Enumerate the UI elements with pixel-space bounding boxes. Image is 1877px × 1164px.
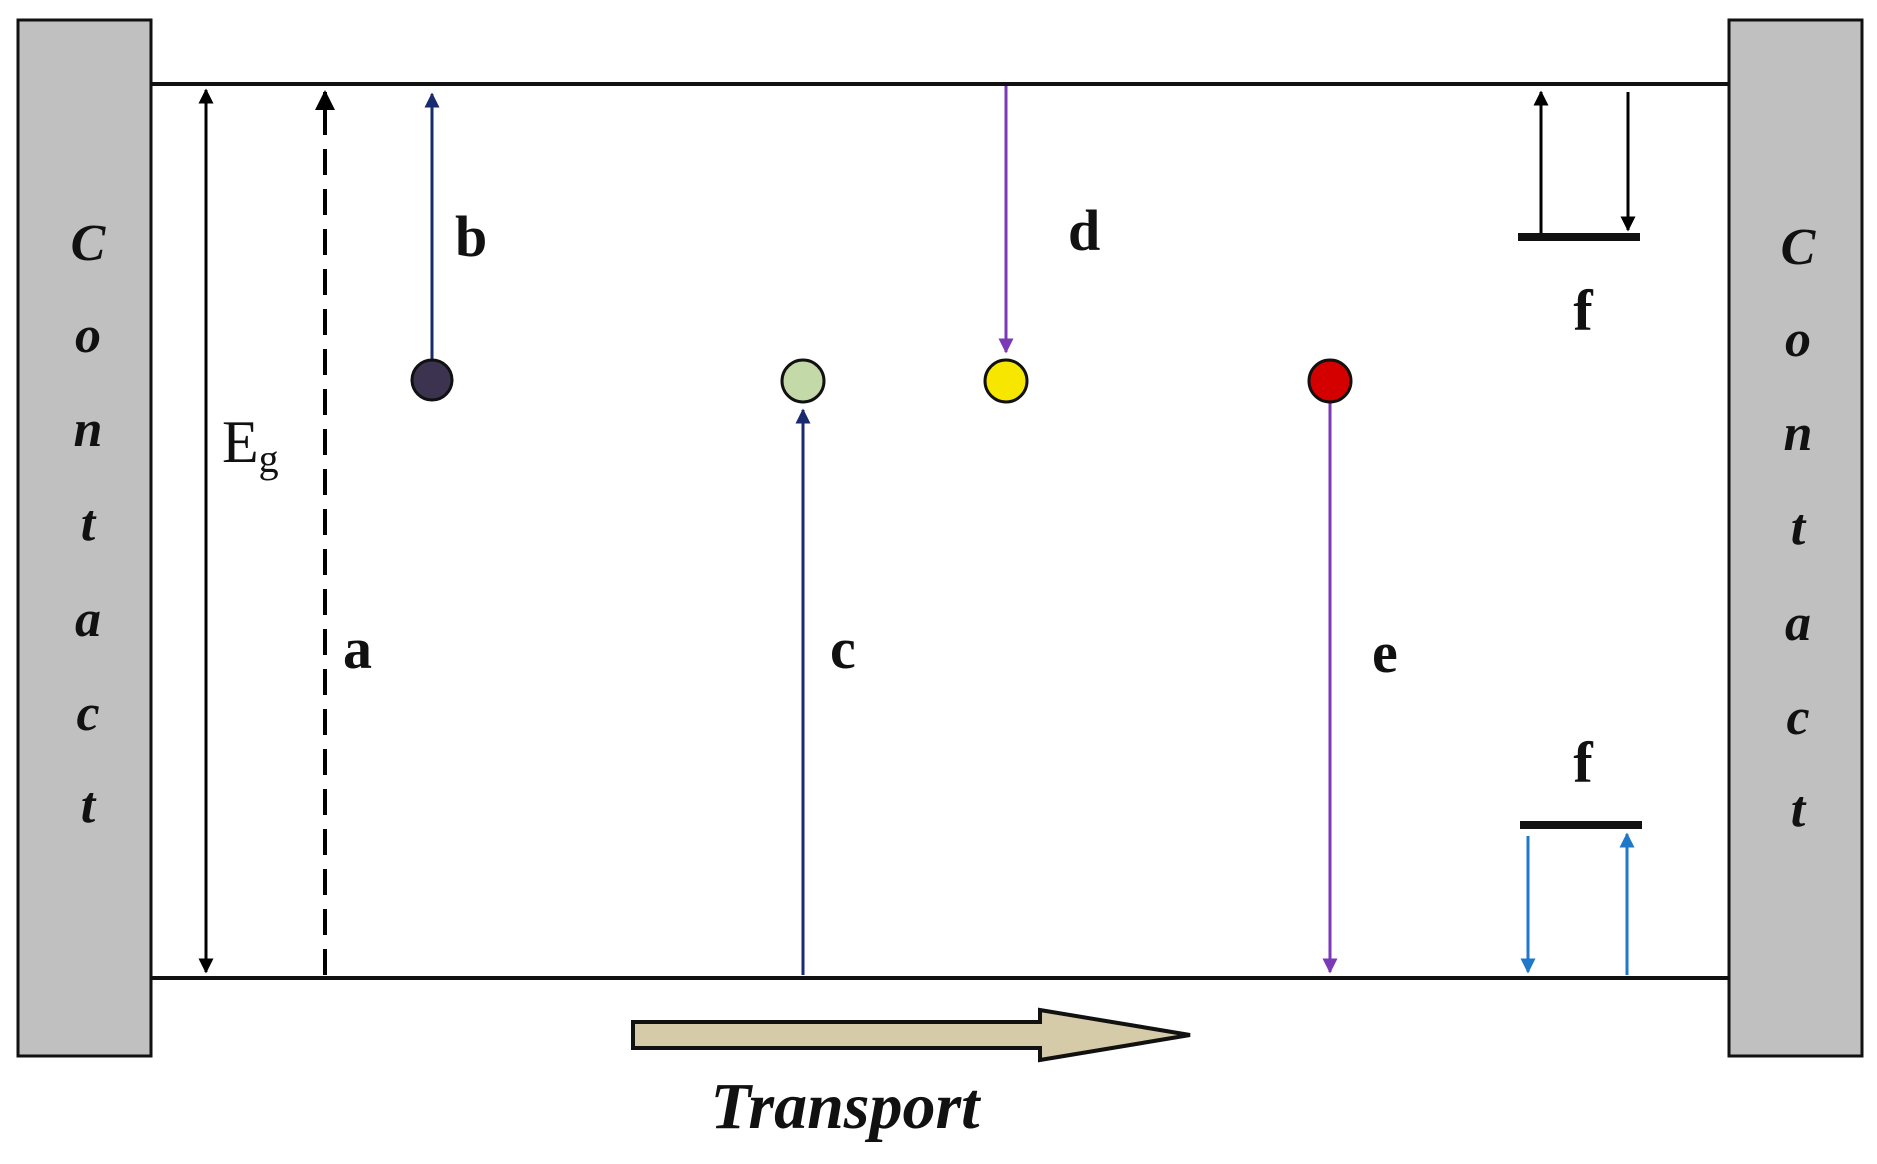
contact-right-letter: c [1786, 689, 1809, 746]
contact-left-letter: a [75, 591, 101, 648]
transport-label: Transport [711, 1070, 982, 1143]
defect-level-dot-c [780, 358, 826, 404]
bandgap-label-main: E [222, 409, 259, 475]
contact-right-letter: t [1791, 781, 1807, 838]
bandgap-label: Eg [222, 409, 279, 481]
transition-a-label: a [343, 616, 372, 681]
contact-right-letter: t [1791, 499, 1807, 556]
defect-level-dot-b [410, 358, 454, 402]
contact-right-label: C o n t a c t [1781, 219, 1817, 838]
contact-right-letter: C [1781, 219, 1817, 276]
contact-left-letter: C [71, 215, 107, 272]
trap-bottom-label: f [1573, 730, 1593, 795]
contact-left-letter: t [81, 777, 97, 834]
contact-right-letter: a [1785, 595, 1811, 652]
transition-d-label: d [1068, 198, 1100, 263]
contact-right [1727, 18, 1864, 1058]
defect-level-dot-d [983, 358, 1029, 404]
trap-top-label: f [1573, 278, 1593, 343]
transition-c-label: c [830, 616, 856, 681]
contact-left-letter: o [75, 307, 101, 364]
contact-right-letter: o [1785, 311, 1811, 368]
bandgap-label-sub: g [259, 436, 279, 481]
transport-arrow [631, 1007, 1191, 1063]
contact-left-letter: c [76, 685, 99, 742]
contact-left-label: C o n t a c t [71, 215, 107, 834]
contact-right-letter: n [1784, 405, 1813, 462]
contact-left-letter: t [81, 495, 97, 552]
contact-left-letter: n [74, 401, 103, 458]
transition-b-label: b [455, 204, 487, 269]
defect-level-dot-e [1307, 358, 1353, 404]
transition-e-label: e [1372, 620, 1398, 685]
contact-left [16, 18, 153, 1058]
